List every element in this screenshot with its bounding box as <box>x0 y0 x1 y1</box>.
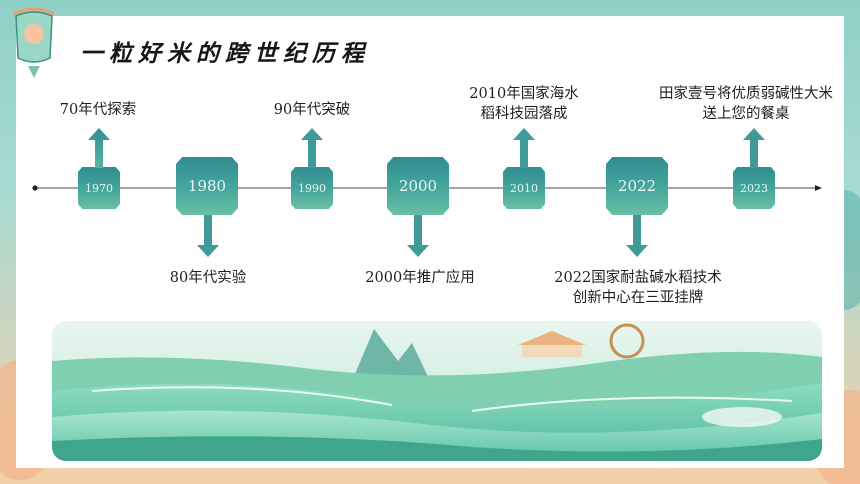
caption-1980: 80年代实验 <box>169 270 247 286</box>
scroll-ornament-icon <box>13 7 55 78</box>
caption-2010: 2010年国家海水稻科技园落成 <box>469 86 579 122</box>
caption-1990: 90年代突破 <box>273 102 351 118</box>
down-arrow-icon <box>407 215 429 257</box>
year-node-2023: 2023 <box>733 167 775 209</box>
rice-terrace-illustration <box>52 321 822 461</box>
caption-2023: 田家壹号将优质弱碱性大米送上您的餐桌 <box>659 86 833 122</box>
down-arrow-icon <box>197 215 219 257</box>
down-arrow-icon <box>626 215 648 257</box>
up-arrow-icon <box>301 128 323 168</box>
year-node-2022: 2022 <box>606 157 668 215</box>
year-node-2010: 2010 <box>503 167 545 209</box>
page-title: 一粒好米的跨世纪历程 <box>80 40 370 67</box>
year-node-1990: 1990 <box>291 167 333 209</box>
year-node-2000: 2000 <box>387 157 449 215</box>
caption-2022: 2022国家耐盐碱水稻技术创新中心在三亚挂牌 <box>554 270 722 306</box>
up-arrow-icon <box>513 128 535 168</box>
caption-1970: 70年代探索 <box>59 102 137 118</box>
caption-2000: 2000年推广应用 <box>365 270 475 286</box>
year-node-1970: 1970 <box>78 167 120 209</box>
up-arrow-icon <box>743 128 765 168</box>
up-arrow-icon <box>88 128 110 168</box>
year-node-1980: 1980 <box>176 157 238 215</box>
